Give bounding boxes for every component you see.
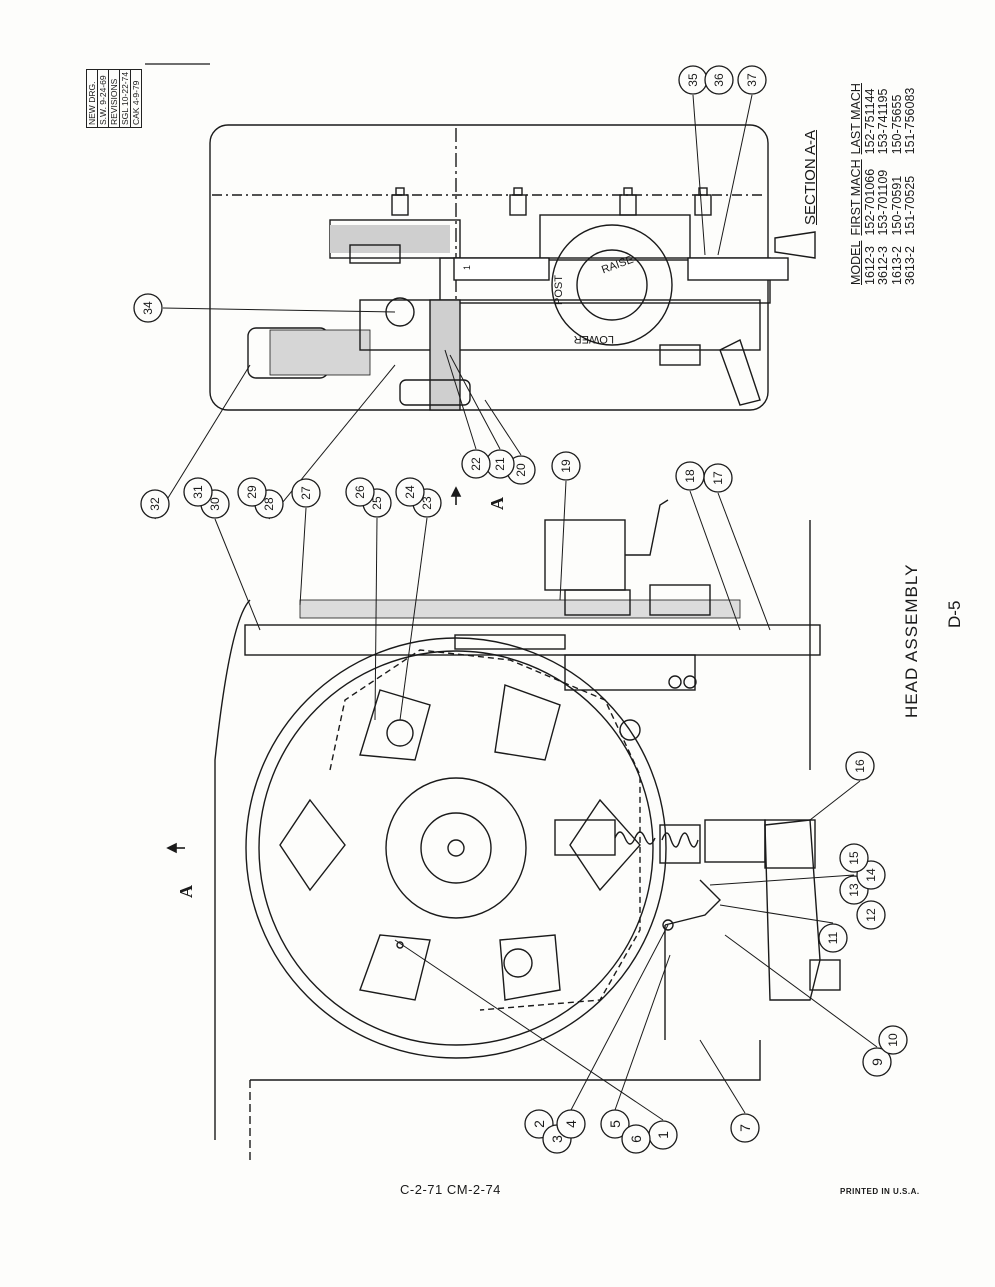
callout-32: 32: [140, 489, 170, 519]
callout-26: 26: [345, 477, 375, 507]
svg-text:36: 36: [712, 73, 726, 87]
blade-guide-bar: [244, 624, 821, 656]
svg-text:24: 24: [403, 485, 417, 499]
post-dial: [551, 224, 673, 346]
callout-15: 15: [839, 843, 869, 873]
table-row: 3613-2 151-70525 151-756083: [903, 78, 918, 285]
table-cell: 3613-2: [903, 246, 917, 285]
svg-text:30: 30: [208, 497, 222, 511]
svg-text:21: 21: [493, 457, 507, 471]
table-row: 1612-3 152-701066 152-751144: [862, 78, 878, 285]
callout-27: 27: [291, 478, 321, 508]
callout-34: 34: [133, 293, 163, 323]
svg-text:25: 25: [370, 496, 384, 510]
svg-text:18: 18: [683, 469, 697, 483]
table-cell: 150-75655: [889, 94, 904, 155]
callout-10: 10: [878, 1025, 908, 1055]
callout-18: 18: [675, 461, 705, 491]
section-marker-left: A: [176, 885, 196, 898]
callout-36: 36: [704, 65, 734, 95]
callout-37: 37: [737, 65, 767, 95]
svg-text:16: 16: [853, 759, 867, 773]
table-cell: 3612-3: [876, 246, 890, 285]
table-row: 3612-3 153-701109 153-741195: [876, 78, 891, 285]
svg-text:3: 3: [549, 1135, 565, 1143]
callout-7: 7: [730, 1113, 760, 1143]
callout-16: 16: [845, 751, 875, 781]
svg-text:34: 34: [141, 301, 155, 315]
svg-text:9: 9: [869, 1058, 885, 1066]
svg-text:28: 28: [262, 497, 276, 511]
table-cell: 150-70591: [889, 175, 904, 236]
svg-text:27: 27: [299, 486, 313, 500]
callout-31: 31: [183, 477, 213, 507]
section-title: SECTION A-A: [802, 129, 819, 225]
callout-12: 12: [856, 900, 886, 930]
svg-text:19: 19: [559, 459, 573, 473]
svg-text:23: 23: [420, 496, 434, 510]
svg-text:32: 32: [148, 497, 162, 511]
svg-text:35: 35: [686, 73, 700, 87]
footer-left: C-2-71 CM-2-74: [400, 1182, 501, 1197]
section-marker-top: A: [487, 497, 507, 510]
svg-text:1: 1: [462, 265, 472, 270]
svg-text:31: 31: [191, 485, 205, 499]
callout-24: 24: [395, 477, 425, 507]
model-header: MODEL: [849, 240, 863, 285]
table-cell: 151-756083: [903, 87, 917, 155]
page-code: D-5: [945, 600, 964, 628]
last-mach-header: LAST MACH: [849, 83, 863, 155]
dial-label-lower: LOWER: [573, 333, 614, 345]
table-cell: 152-751144: [862, 88, 877, 155]
first-mach-header: FIRST MACH: [849, 159, 863, 236]
svg-text:20: 20: [514, 463, 528, 477]
svg-text:11: 11: [826, 931, 840, 944]
model-table: MODEL FIRST MACH LAST MACH 1612-3 152-70…: [849, 78, 918, 285]
svg-text:14: 14: [864, 868, 878, 882]
callout-11: 11: [818, 923, 848, 953]
callout-17: 17: [703, 463, 733, 493]
callout-5: 5: [600, 1109, 630, 1139]
svg-text:1: 1: [655, 1131, 671, 1139]
callout-9: 9: [862, 1047, 892, 1077]
svg-text:37: 37: [745, 73, 759, 87]
band-wheel: [245, 637, 667, 1059]
footer-right: PRINTED IN U.S.A.: [840, 1187, 920, 1196]
table-cell: 1612-3: [862, 246, 877, 285]
svg-text:6: 6: [628, 1135, 644, 1143]
svg-text:26: 26: [353, 485, 367, 499]
svg-text:15: 15: [847, 851, 861, 865]
assembly-title: HEAD ASSEMBLY: [902, 563, 921, 718]
callout-22: 22: [461, 449, 491, 479]
table-cell: 151-70525: [903, 175, 917, 236]
svg-text:4: 4: [563, 1120, 579, 1128]
svg-text:12: 12: [864, 908, 878, 922]
svg-text:7: 7: [737, 1124, 753, 1132]
svg-text:10: 10: [886, 1033, 900, 1047]
table-row: 1613-2 150-70591 150-75655: [889, 78, 905, 285]
callout-29: 29: [237, 477, 267, 507]
table-cell: 1613-2: [889, 246, 904, 285]
svg-text:22: 22: [469, 457, 483, 471]
callout-19: 19: [551, 451, 581, 481]
callout-21: 21: [485, 449, 515, 479]
table-cell: 153-741195: [876, 88, 890, 155]
svg-text:5: 5: [607, 1120, 623, 1128]
svg-text:17: 17: [711, 471, 725, 485]
svg-text:29: 29: [245, 485, 259, 499]
callout-35: 35: [678, 65, 708, 95]
svg-text:2: 2: [531, 1120, 547, 1128]
svg-text:13: 13: [847, 883, 861, 897]
callout-4: 4: [556, 1109, 586, 1139]
dial-label-post: POST: [553, 275, 565, 305]
table-cell: 153-701109: [876, 169, 890, 236]
table-cell: 152-701066: [862, 168, 877, 236]
callout-6: 6: [621, 1124, 651, 1154]
